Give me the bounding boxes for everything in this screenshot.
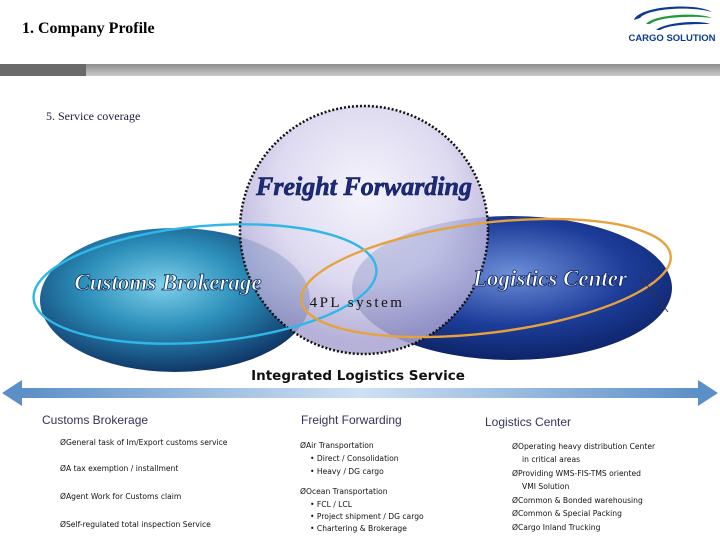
- list-subitem: • Heavy / DG cargo: [310, 467, 384, 476]
- list-item-continued: VMI Solution: [522, 482, 570, 491]
- company-logo: CARGO SOLUTION: [626, 2, 718, 46]
- list-item: ØCommon & Bonded warehousing: [512, 496, 643, 505]
- customs-ring: [32, 223, 378, 345]
- page-title: 1. Company Profile: [22, 20, 155, 37]
- header-band: [0, 64, 720, 76]
- list-item: ØGeneral task of Im/Export customs servi…: [60, 438, 228, 447]
- logistics-column-heading: Logistics Center: [485, 415, 572, 429]
- logo-swoosh-icon: [634, 6, 712, 30]
- header-band-accent: [0, 64, 86, 76]
- list-item: ØOperating heavy distribution Center: [512, 442, 656, 451]
- customs-brokerage-label: Customs Brokerage: [74, 270, 261, 295]
- list-subitem: • Project shipment / DG cargo: [310, 512, 424, 521]
- logistics-pointer-line: [639, 275, 669, 313]
- list-item: ØAgent Work for Customs claim: [60, 492, 182, 501]
- freight-circle-border: [238, 104, 490, 356]
- double-arrow-icon: [2, 380, 718, 406]
- section-subtitle: 5. Service coverage: [46, 109, 141, 123]
- integrated-logistics-label: Integrated Logistics Service: [251, 368, 465, 384]
- list-subitem: • Direct / Consolidation: [310, 454, 399, 463]
- freight-column-heading: Freight Forwarding: [301, 413, 402, 427]
- customs-ellipse: [40, 228, 310, 372]
- logistics-ring: [300, 217, 672, 339]
- list-item: ØOcean Transportation: [300, 487, 388, 496]
- list-item: ØCargo Inland Trucking: [512, 523, 601, 532]
- list-item: ØSelf-regulated total inspection Service: [60, 520, 211, 529]
- logo-text: CARGO SOLUTION: [628, 33, 716, 44]
- list-item: ØAir Transportation: [300, 441, 374, 450]
- customs-column-heading: Customs Brokerage: [42, 413, 149, 427]
- list-item-continued: in critical areas: [522, 455, 581, 464]
- list-item: ØProviding WMS-FIS-TMS oriented: [512, 469, 641, 478]
- 4pl-system-label: 4PL system: [310, 295, 405, 311]
- list-subitem: • Chartering & Brokerage: [310, 524, 407, 533]
- list-subitem: • FCL / LCL: [310, 500, 352, 509]
- freight-forwarding-label: Freight Forwarding: [255, 172, 472, 201]
- logistics-center-label: Logistics Center: [472, 266, 628, 291]
- list-item: ØCommon & Special Packing: [512, 509, 622, 518]
- list-item: ØA tax exemption / installment: [60, 464, 179, 473]
